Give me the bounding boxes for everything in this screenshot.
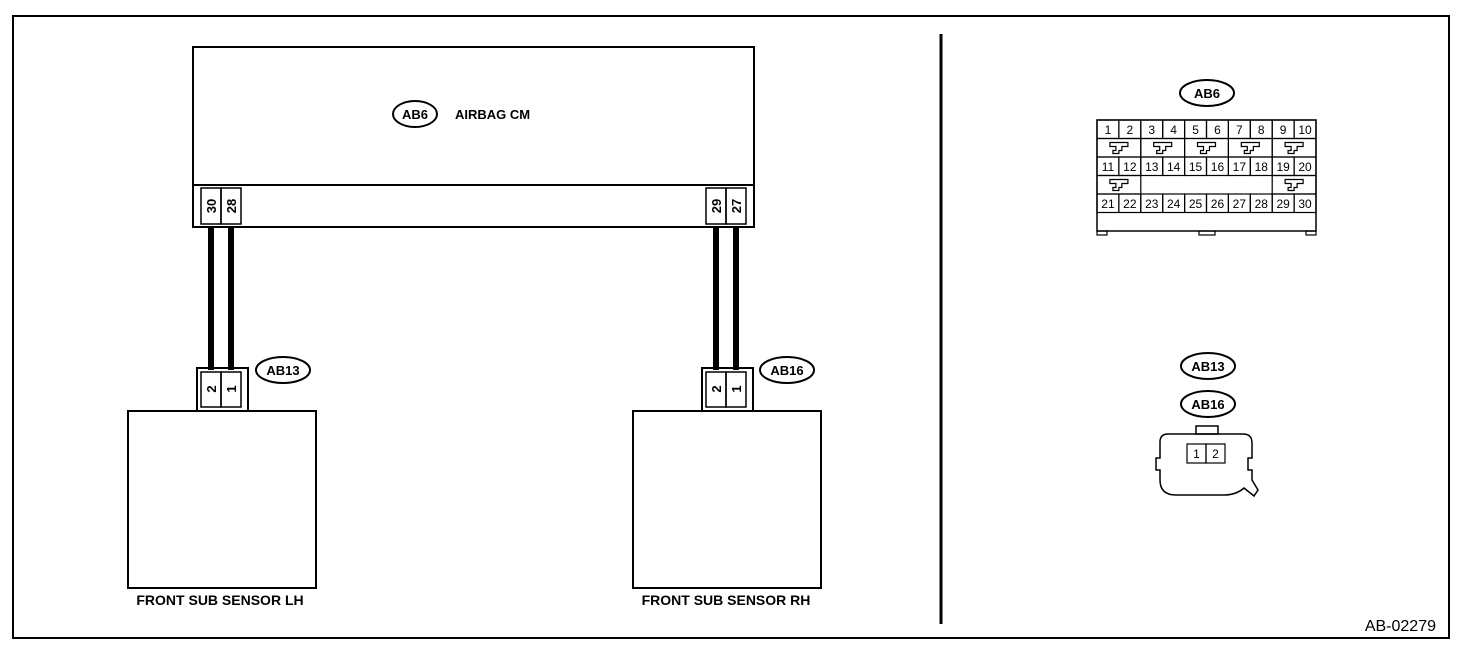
ab6-key-symbol-4 <box>1240 141 1260 155</box>
ab6-pin-21: 21 <box>1101 197 1115 211</box>
sensor-lh-terminal-2: 2 <box>204 385 219 392</box>
sensor-connector-latch <box>1195 425 1219 435</box>
ab13-view-tag-oval <box>1180 352 1236 380</box>
ab6-pin-23: 23 <box>1145 197 1159 211</box>
ab6-pin-18: 18 <box>1255 160 1269 174</box>
outer-frame <box>12 15 1450 639</box>
ab6-pin-6: 6 <box>1214 123 1221 137</box>
sensor-connector-pin-cell-2 <box>1205 443 1226 464</box>
ab6-pin-29: 29 <box>1276 197 1290 211</box>
sensor-rh-connector-tag: AB16 <box>770 363 803 378</box>
ab6-key-cell-pair-1 <box>1096 137 1142 158</box>
cm-terminal-28: 28 <box>224 199 239 213</box>
ab6-pin-11: 11 <box>1102 160 1115 174</box>
ab6-pin-2: 2 <box>1127 123 1134 137</box>
ab6-pin-3: 3 <box>1148 123 1155 137</box>
ab6-key-symbol-1 <box>1109 141 1129 155</box>
front-sub-sensor-lh: 2 1 AB13 FRONT SUB SENSOR LH <box>127 356 317 608</box>
ab6-key-symbol-5 <box>1284 141 1304 155</box>
ab6-key-cell-pair-5 <box>1271 137 1317 158</box>
ab6-key-cell-pair-4 <box>1227 137 1273 158</box>
wiring-harness <box>208 227 739 370</box>
ab16-view-tag: AB16 <box>1191 397 1224 412</box>
sensor-lh-terminal-1: 1 <box>224 385 239 392</box>
ab6-pin-4: 4 <box>1170 123 1177 137</box>
cm-terminal-cell-27 <box>725 187 747 225</box>
ab6-pin-14: 14 <box>1167 160 1181 174</box>
front-sub-sensor-rh: 2 1 AB16 FRONT SUB SENSOR RH <box>632 356 822 608</box>
sensor-rh-terminal-cell-1 <box>725 371 747 408</box>
ab6-pin-24: 24 <box>1167 197 1181 211</box>
ab6-pin-13: 13 <box>1145 160 1159 174</box>
ab6-pin-10: 10 <box>1298 123 1312 137</box>
ab6-pin-20: 20 <box>1298 160 1312 174</box>
ab13-view-tag: AB13 <box>1191 359 1224 374</box>
sensor-rh-terminal-1: 1 <box>729 385 744 392</box>
ab6-view-tag: AB6 <box>1194 86 1220 101</box>
sensor-rh-name: FRONT SUB SENSOR RH <box>642 592 811 608</box>
ab6-key-symbols <box>1109 141 1304 192</box>
sensor-rh-terminal-2: 2 <box>709 385 724 392</box>
ab6-key-symbol-3 <box>1196 141 1217 155</box>
ab6-latch-center <box>1198 230 1216 236</box>
airbag-cm-name: AIRBAG CM <box>455 107 530 122</box>
ab6-latch-right <box>1305 230 1317 236</box>
ab6-pin-5: 5 <box>1192 123 1199 137</box>
cm-terminal-29: 29 <box>709 199 724 213</box>
ab13-ab16-connector-view: AB13 AB16 1 2 <box>1155 352 1259 498</box>
ab6-pin-8: 8 <box>1258 123 1265 137</box>
ab6-pin-9: 9 <box>1280 123 1287 137</box>
ab6-pin-1: 1 <box>1105 123 1112 137</box>
ab6-pin-16: 16 <box>1211 160 1225 174</box>
sensor-rh-body <box>632 410 822 589</box>
sensor-connector-pin-2: 2 <box>1212 447 1219 461</box>
ab16-view-tag-oval <box>1180 390 1236 418</box>
ab6-pin-30: 30 <box>1298 197 1312 211</box>
airbag-cm-connector-tag: AB6 <box>402 107 428 122</box>
ab6-latch-left <box>1096 230 1108 236</box>
ab6-pin-15: 15 <box>1189 160 1203 174</box>
ab6-key-symbol-2 <box>1153 141 1173 155</box>
sensor-lh-connector-tag-oval <box>255 356 311 384</box>
ab6-pin-19: 19 <box>1276 160 1290 174</box>
cm-terminal-30: 30 <box>204 199 219 213</box>
sensor-connector-housing <box>1155 433 1259 498</box>
ab6-pin-7: 7 <box>1236 123 1243 137</box>
diagram-id: AB-02279 <box>1365 618 1436 635</box>
sensor-lh-name: FRONT SUB SENSOR LH <box>136 592 303 608</box>
cm-terminal-cell-28 <box>220 187 242 225</box>
ab6-view-tag-oval <box>1179 79 1235 107</box>
cm-terminal-27: 27 <box>729 199 744 213</box>
ab6-pin-28: 28 <box>1255 197 1269 211</box>
ab6-key-cell-left <box>1096 174 1142 195</box>
ab6-pin-17: 17 <box>1233 160 1247 174</box>
ab6-key-symbol-left <box>1109 178 1129 192</box>
sensor-connector-pin-1: 1 <box>1193 447 1200 461</box>
ab6-pin-25: 25 <box>1189 197 1203 211</box>
ab6-pin-26: 26 <box>1211 197 1225 211</box>
sensor-lh-terminal-cell-1 <box>220 371 242 408</box>
ab6-key-symbol-right <box>1284 178 1304 192</box>
sensor-rh-connector-tag-oval <box>759 356 815 384</box>
sensor-lh-body <box>127 410 317 589</box>
ab6-key-cell-pair-2 <box>1140 137 1186 158</box>
sensor-lh-connector-tag: AB13 <box>266 363 299 378</box>
airbag-cm-module: AB6 AIRBAG CM 30 28 29 27 <box>192 46 755 228</box>
ab6-key-cell-right <box>1271 174 1317 195</box>
ab6-pin-22: 22 <box>1123 197 1137 211</box>
airbag-cm-connector-strip <box>192 184 755 228</box>
ab6-pin-27: 27 <box>1233 197 1247 211</box>
ab6-pin-12: 12 <box>1123 160 1137 174</box>
airbag-cm-connector-tag-oval <box>392 100 438 128</box>
ab6-key-cell-pair-3 <box>1183 137 1229 158</box>
